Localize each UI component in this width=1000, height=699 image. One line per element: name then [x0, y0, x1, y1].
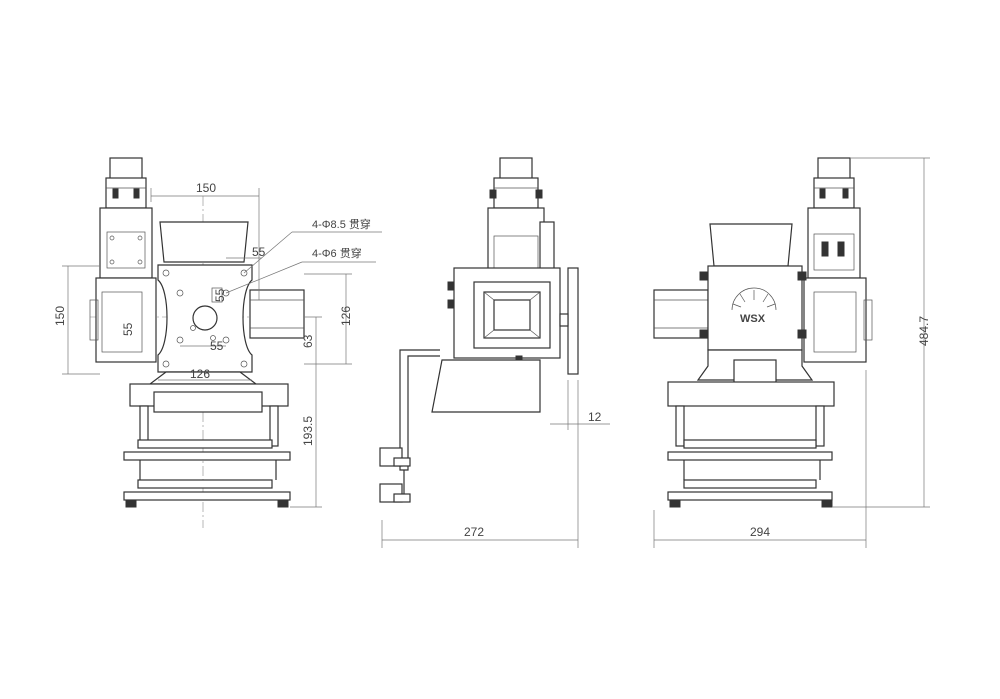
- note-hole-small: 4-Φ6 贯穿: [312, 246, 362, 260]
- dim-rear-height: 484.7: [917, 316, 931, 346]
- rear-view: WSX 294 484.7: [653, 157, 931, 548]
- dim-side-width: 272: [464, 525, 484, 539]
- dim-55-left: 55: [121, 322, 135, 336]
- dim-top-width: 150: [196, 181, 216, 195]
- dim-rear-width: 294: [750, 525, 770, 539]
- dim-55-vertical: 55: [213, 288, 227, 302]
- side-view: 272 12: [379, 157, 610, 548]
- dim-63: 63: [301, 334, 315, 348]
- dim-55-top: 55: [252, 245, 266, 259]
- dim-plate: 12: [588, 410, 602, 424]
- wsx-logo: WSX: [731, 287, 777, 325]
- front-view: 150 150 126 63 193.5 126 55 55 55 55 4-Φ…: [53, 157, 382, 528]
- note-hole-large: 4-Φ8.5 贯穿: [312, 217, 371, 231]
- dim-right-height: 126: [339, 306, 353, 326]
- dim-55-inner: 55: [210, 339, 224, 353]
- dim-193-5: 193.5: [301, 416, 315, 446]
- dim-left-height: 150: [53, 306, 67, 326]
- dim-bottom-126: 126: [190, 367, 210, 381]
- logo-text: WSX: [740, 313, 766, 325]
